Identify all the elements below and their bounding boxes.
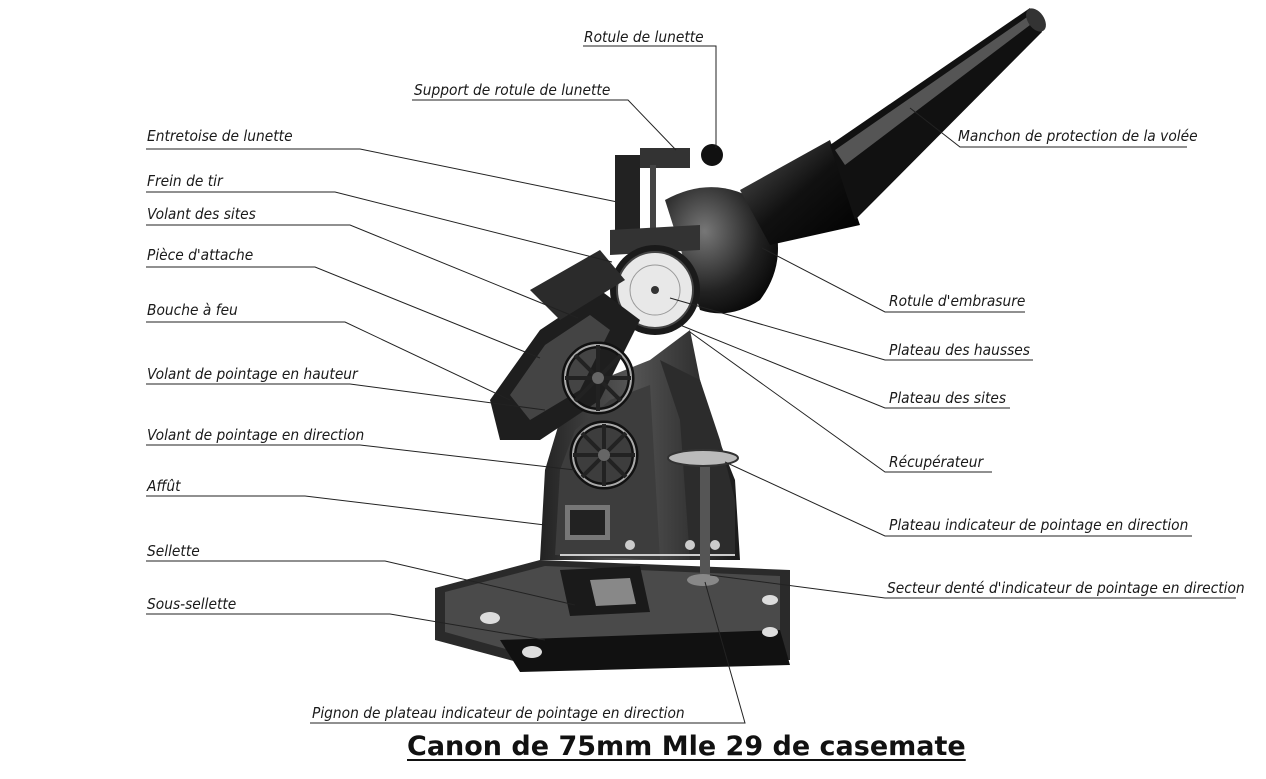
label-secteur-dente: Secteur denté d'indicateur de pointage e… xyxy=(887,579,1245,597)
leader-lines-right xyxy=(669,107,1236,599)
label-sellette: Sellette xyxy=(147,542,200,560)
label-plateau-indicateur: Plateau indicateur de pointage en direct… xyxy=(889,516,1189,534)
base-plate xyxy=(435,560,790,672)
label-volant-direction: Volant de pointage en direction xyxy=(147,426,365,444)
label-bouche-feu: Bouche à feu xyxy=(147,301,238,319)
sight-dial xyxy=(610,245,700,335)
traverse-handwheel xyxy=(569,420,639,490)
label-entretoise: Entretoise de lunette xyxy=(147,127,293,145)
label-rotule-lunette: Rotule de lunette xyxy=(584,28,704,46)
label-support-rotule: Support de rotule de lunette xyxy=(414,81,611,99)
label-sous-sellette: Sous-sellette xyxy=(147,595,237,613)
carriage-body xyxy=(540,330,740,586)
label-piece-attache: Pièce d'attache xyxy=(147,246,254,264)
label-recuperateur: Récupérateur xyxy=(889,453,984,471)
diagram-title: Canon de 75mm Mle 29 de casemate xyxy=(407,731,966,762)
sight-mount xyxy=(610,144,723,255)
label-pignon: Pignon de plateau indicateur de pointage… xyxy=(312,704,685,722)
label-volant-hauteur: Volant de pointage en hauteur xyxy=(147,365,358,383)
label-volant-sites: Volant des sites xyxy=(147,205,256,223)
label-manchon: Manchon de protection de la volée xyxy=(958,127,1198,145)
barrel xyxy=(740,8,1046,245)
label-plateau-sites: Plateau des sites xyxy=(889,389,1007,407)
label-affut: Affût xyxy=(147,477,181,495)
label-frein-tir: Frein de tir xyxy=(147,172,223,190)
leader-lines-left xyxy=(146,45,746,724)
elevation-handwheel xyxy=(561,341,635,415)
label-rotule-embrasure: Rotule d'embrasure xyxy=(889,292,1026,310)
label-plateau-hausses: Plateau des hausses xyxy=(889,341,1030,359)
